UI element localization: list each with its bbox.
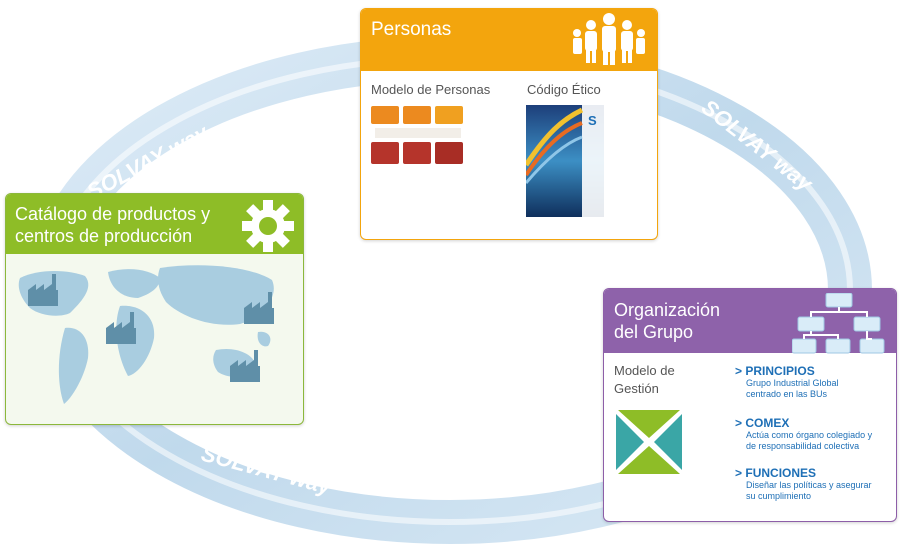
factory-icons bbox=[28, 274, 274, 382]
organizacion-header: Organización del Grupo bbox=[604, 289, 896, 354]
world-map bbox=[18, 265, 274, 404]
org-model-label-line2: Gestión bbox=[614, 381, 659, 396]
personas-ethics-label: Código Ético bbox=[527, 82, 601, 97]
item-marker: > bbox=[735, 364, 743, 378]
organizacion-title-line2: del Grupo bbox=[614, 322, 694, 342]
catalogo-title: Catálogo de productos y centros de produ… bbox=[15, 203, 210, 247]
personas-header: Personas bbox=[361, 9, 657, 71]
personas-title: Personas bbox=[371, 19, 452, 40]
organizacion-title-line1: Organización bbox=[614, 300, 721, 320]
org-model-label-line1: Modelo de bbox=[614, 363, 675, 378]
item-title: COMEX bbox=[745, 416, 790, 430]
org-item-funciones[interactable]: > FUNCIONES Diseñar las políticas y aseg… bbox=[735, 466, 895, 502]
item-title: FUNCIONES bbox=[745, 466, 817, 480]
item-desc-line2: de responsabilidad colectiva bbox=[746, 441, 860, 451]
item-desc: Grupo Industrial Global centrado en las … bbox=[735, 378, 895, 400]
org-item-comex[interactable]: > COMEX Actúa como órgano colegiado y de… bbox=[735, 416, 895, 452]
item-title: PRINCIPIOS bbox=[745, 364, 815, 378]
catalogo-card[interactable]: Catálogo de productos y centros de produ… bbox=[5, 193, 304, 425]
people-icon bbox=[573, 13, 645, 65]
personas-model-label: Modelo de Personas bbox=[371, 82, 491, 97]
catalogo-title-line2: centros de producción bbox=[15, 226, 193, 246]
catalogo-header: Catálogo de productos y centros de produ… bbox=[6, 194, 303, 254]
org-chart-icon bbox=[792, 293, 885, 354]
item-desc-line1: Actúa como órgano colegiado y bbox=[746, 430, 873, 440]
organizacion-card[interactable]: Organización del Grupo Modelo de Gestión bbox=[603, 288, 897, 522]
item-desc-line2: su cumplimiento bbox=[746, 491, 812, 501]
item-desc: Diseñar las políticas y asegurar su cump… bbox=[735, 480, 895, 502]
item-desc: Actúa como órgano colegiado y de respons… bbox=[735, 430, 895, 452]
item-marker: > bbox=[735, 416, 743, 430]
item-desc-line2: centrado en las BUs bbox=[746, 389, 828, 399]
item-marker: > bbox=[735, 466, 743, 480]
org-model-label: Modelo de Gestión bbox=[614, 362, 675, 398]
svg-text:S: S bbox=[588, 113, 597, 128]
org-item-principios[interactable]: > PRINCIPIOS Grupo Industrial Global cen… bbox=[735, 364, 895, 400]
ring-brand-text-right: SOLVAY way bbox=[697, 94, 819, 197]
item-desc-line1: Grupo Industrial Global bbox=[746, 378, 839, 388]
people-model-diagram bbox=[371, 106, 463, 164]
management-model-diagram bbox=[616, 410, 682, 474]
ethics-code-booklet: S bbox=[526, 105, 604, 217]
personas-card[interactable]: Personas Modelo de Personas Código Ético bbox=[360, 8, 658, 240]
item-desc-line1: Diseñar las políticas y asegurar bbox=[746, 480, 872, 490]
gear-icon bbox=[242, 200, 294, 252]
organizacion-title: Organización del Grupo bbox=[614, 299, 720, 343]
catalogo-title-line1: Catálogo de productos y bbox=[15, 204, 211, 224]
